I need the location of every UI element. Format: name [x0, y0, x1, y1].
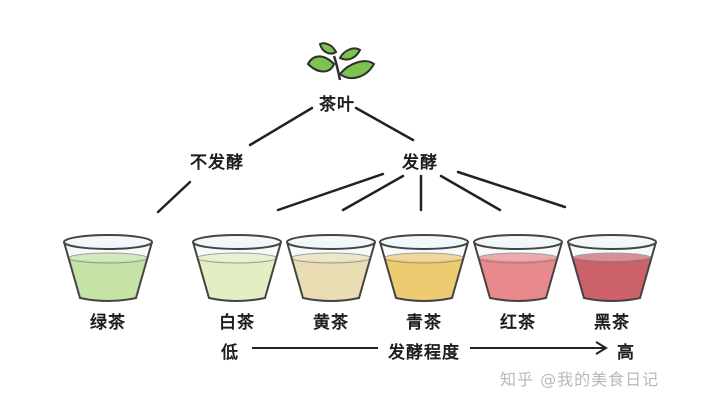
scale-high-label: 高 — [617, 343, 635, 363]
tea-cup-green — [63, 234, 153, 302]
connector-fermented-to-yellow — [341, 174, 405, 212]
cup-rim — [379, 234, 469, 250]
cup-glass — [567, 241, 657, 302]
root-label: 茶叶 — [319, 95, 355, 115]
cup-glass — [473, 241, 563, 302]
tea-cup-dark — [567, 234, 657, 302]
cup-glass — [192, 241, 282, 302]
tea-cup-yellow — [286, 234, 376, 302]
tea-label-dark: 黑茶 — [594, 313, 630, 333]
tea-liquid — [384, 258, 464, 301]
tea-label-green: 绿茶 — [90, 313, 126, 333]
tea-cups — [63, 234, 657, 302]
connector-fermented-to-white — [276, 172, 385, 212]
cup-rim — [567, 234, 657, 250]
tea-liquid — [291, 258, 371, 301]
cup-rim — [63, 234, 153, 250]
scale-title: 发酵程度 — [388, 343, 460, 363]
cup-glass — [286, 241, 376, 302]
fermentation-scale-arrow — [252, 341, 608, 355]
tea-liquid — [68, 258, 148, 301]
cup-rim — [192, 234, 282, 250]
tea-liquid — [572, 258, 652, 301]
tea-label-white: 白茶 — [219, 313, 255, 333]
watermark: 知乎 @我的美食日记 — [500, 370, 660, 389]
tea-leaf-sprout-icon — [306, 42, 376, 81]
connector-root-to-unfermented — [248, 106, 314, 147]
tea-liquid — [197, 258, 277, 301]
branch-label-fermented: 发酵 — [402, 153, 438, 173]
tea-liquid — [478, 258, 558, 301]
cup-rim — [286, 234, 376, 250]
tea-cup-oolong — [379, 234, 469, 302]
tea-cup-white — [192, 234, 282, 302]
tea-cup-red — [473, 234, 563, 302]
scale-low-label: 低 — [221, 343, 239, 363]
cup-glass — [379, 241, 469, 302]
connector-fermented-to-red — [439, 174, 502, 212]
tea-label-yellow: 黄茶 — [313, 313, 349, 333]
tree-connectors — [156, 106, 567, 214]
connector-unfermented-to-green — [156, 180, 192, 214]
branch-label-unfermented: 不发酵 — [190, 153, 244, 173]
connector-root-to-fermented — [354, 106, 415, 142]
tea-label-red: 红茶 — [500, 313, 536, 333]
tea-label-oolong: 青茶 — [406, 313, 442, 333]
cup-rim — [473, 234, 563, 250]
cup-glass — [63, 241, 153, 302]
connector-fermented-to-dark — [456, 170, 567, 209]
